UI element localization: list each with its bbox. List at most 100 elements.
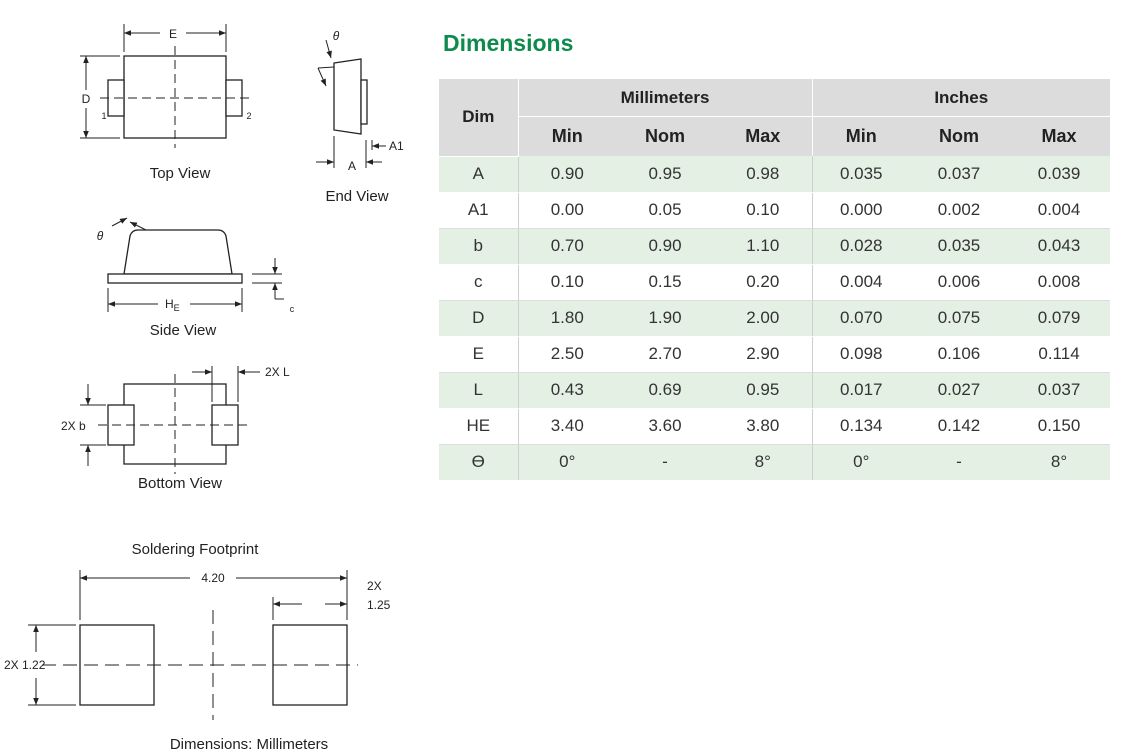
side-view-label-he: HE — [165, 297, 180, 313]
header-inches: Inches — [812, 79, 1111, 117]
cell-in-min: 0.070 — [812, 300, 910, 337]
bottom-view-label-2xb: 2X b — [61, 419, 86, 433]
cell-mm-max: 2.90 — [714, 336, 813, 373]
footprint-label-pad-h: 2X 1.22 — [4, 658, 46, 672]
cell-dim: A1 — [439, 192, 519, 229]
table-row: L 0.43 0.69 0.95 0.017 0.027 0.037 — [439, 372, 1111, 409]
cell-in-nom: 0.037 — [910, 156, 1008, 193]
cell-in-nom: 0.142 — [910, 408, 1008, 445]
cell-mm-nom: 3.60 — [616, 408, 714, 445]
header-in-max: Max — [1008, 116, 1111, 156]
table-row: ϴ 0° - 8° 0° - 8° — [439, 444, 1111, 481]
side-view-label-theta: θ — [97, 229, 104, 243]
table-row: E 2.50 2.70 2.90 0.098 0.106 0.114 — [439, 336, 1111, 373]
side-view — [107, 217, 284, 312]
dimensions-table: Dim Millimeters Inches Min Nom Max Min N… — [439, 79, 1111, 481]
cell-in-min: 0.017 — [812, 372, 910, 409]
cell-mm-min: 2.50 — [518, 336, 616, 373]
side-view-label-h: H — [165, 297, 174, 311]
cell-in-min: 0.035 — [812, 156, 910, 193]
header-millimeters: Millimeters — [518, 79, 813, 117]
footprint-title: Soldering Footprint — [132, 541, 260, 558]
footprint-caption: Dimensions: Millimeters — [170, 736, 328, 753]
cell-in-nom: 0.075 — [910, 300, 1008, 337]
header-in-nom: Nom — [910, 116, 1008, 156]
dimensions-title: Dimensions — [443, 30, 574, 56]
top-view-label-d: D — [82, 92, 91, 106]
cell-mm-min: 0.10 — [518, 264, 616, 301]
cell-in-max: 0.037 — [1008, 372, 1111, 409]
table-row: c 0.10 0.15 0.20 0.004 0.006 0.008 — [439, 264, 1111, 301]
bottom-view-caption: Bottom View — [138, 475, 222, 492]
cell-mm-max: 2.00 — [714, 300, 813, 337]
cell-in-nom: 0.035 — [910, 228, 1008, 265]
cell-in-nom: 0.106 — [910, 336, 1008, 373]
cell-mm-nom: 0.69 — [616, 372, 714, 409]
package-drawings: E D 1 2 Top View θ A A1 End View — [4, 24, 404, 753]
cell-mm-max: 0.98 — [714, 156, 813, 193]
cell-in-max: 0.043 — [1008, 228, 1111, 265]
cell-mm-nom: 0.90 — [616, 228, 714, 265]
cell-mm-min: 0° — [518, 444, 616, 481]
cell-dim: c — [439, 264, 519, 301]
cell-in-min: 0.000 — [812, 192, 910, 229]
cell-mm-max: 8° — [714, 444, 813, 481]
footprint-label-width: 4.20 — [201, 571, 225, 585]
cell-in-nom: 0.006 — [910, 264, 1008, 301]
side-view-caption: Side View — [150, 322, 217, 339]
header-dim: Dim — [439, 79, 519, 157]
cell-in-max: 0.039 — [1008, 156, 1111, 193]
end-view-label-theta: θ — [333, 29, 340, 43]
cell-mm-max: 0.95 — [714, 372, 813, 409]
cell-in-nom: - — [910, 444, 1008, 481]
table-row: b 0.70 0.90 1.10 0.028 0.035 0.043 — [439, 228, 1111, 265]
top-view — [80, 24, 252, 148]
cell-dim: L — [439, 372, 519, 409]
cell-in-min: 0.098 — [812, 336, 910, 373]
header-mm-nom: Nom — [616, 116, 714, 156]
cell-in-nom: 0.002 — [910, 192, 1008, 229]
cell-mm-min: 0.70 — [518, 228, 616, 265]
cell-mm-max: 0.20 — [714, 264, 813, 301]
cell-in-min: 0.028 — [812, 228, 910, 265]
cell-mm-nom: 0.05 — [616, 192, 714, 229]
table-row: D 1.80 1.90 2.00 0.070 0.075 0.079 — [439, 300, 1111, 337]
top-view-caption: Top View — [150, 165, 211, 182]
header-mm-max: Max — [714, 116, 813, 156]
cell-mm-max: 1.10 — [714, 228, 813, 265]
end-view-caption: End View — [325, 188, 388, 205]
cell-in-max: 0.114 — [1008, 336, 1111, 373]
header-in-min: Min — [812, 116, 910, 156]
cell-in-max: 8° — [1008, 444, 1111, 481]
cell-in-max: 0.004 — [1008, 192, 1111, 229]
side-view-label-e-sub: E — [174, 303, 180, 313]
cell-in-max: 0.008 — [1008, 264, 1111, 301]
cell-in-min: 0.134 — [812, 408, 910, 445]
bottom-view-label-2xl: 2X L — [265, 365, 290, 379]
cell-dim: D — [439, 300, 519, 337]
cell-mm-min: 0.90 — [518, 156, 616, 193]
cell-dim: HE — [439, 408, 519, 445]
cell-mm-nom: 1.90 — [616, 300, 714, 337]
end-view-label-a: A — [348, 159, 356, 173]
cell-in-max: 0.150 — [1008, 408, 1111, 445]
cell-dim: b — [439, 228, 519, 265]
cell-mm-min: 0.00 — [518, 192, 616, 229]
top-view-pin2: 2 — [246, 111, 251, 121]
cell-mm-max: 3.80 — [714, 408, 813, 445]
top-view-label-e: E — [169, 27, 177, 41]
cell-mm-max: 0.10 — [714, 192, 813, 229]
bottom-view — [80, 366, 260, 474]
cell-dim: ϴ — [439, 444, 519, 481]
cell-in-max: 0.079 — [1008, 300, 1111, 337]
end-view — [316, 39, 386, 168]
cell-dim: A — [439, 156, 519, 193]
table-row: A 0.90 0.95 0.98 0.035 0.037 0.039 — [439, 156, 1111, 193]
cell-in-min: 0° — [812, 444, 910, 481]
cell-mm-min: 3.40 — [518, 408, 616, 445]
cell-mm-nom: 0.95 — [616, 156, 714, 193]
table-row: A1 0.00 0.05 0.10 0.000 0.002 0.004 — [439, 192, 1111, 229]
cell-dim: E — [439, 336, 519, 373]
cell-in-min: 0.004 — [812, 264, 910, 301]
cell-mm-min: 1.80 — [518, 300, 616, 337]
